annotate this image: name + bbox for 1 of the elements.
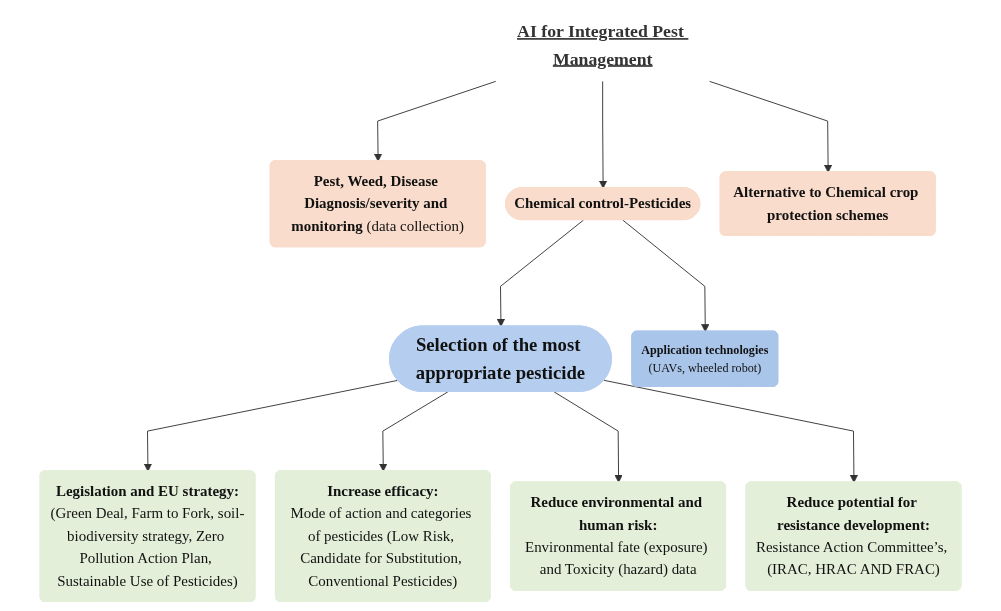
node-text: AI for Integrated Pest Management (517, 21, 684, 68)
